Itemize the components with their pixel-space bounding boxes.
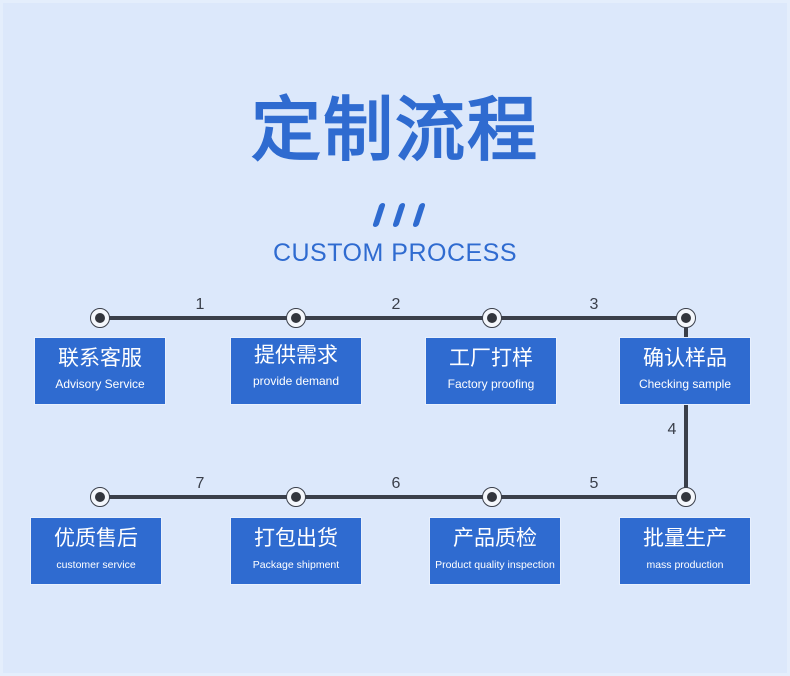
step-node-7	[286, 487, 306, 507]
step-title-en: Advisory Service	[55, 377, 145, 391]
step-title-en: customer service	[56, 559, 136, 571]
slash-decoration-icon	[370, 201, 430, 229]
slash-mark	[392, 203, 406, 227]
step-title-cn: 产品质检	[453, 526, 537, 550]
step-card-factory-proofing: 工厂打样 Factory proofing	[426, 338, 556, 404]
step-title-cn: 工厂打样	[449, 346, 533, 370]
step-card-provide-demand: 提供需求 provide demand	[231, 338, 361, 404]
step-card-checking-sample: 确认样品 Checking sample	[620, 338, 750, 404]
connector-number: 6	[391, 475, 401, 492]
connector-line-vertical	[684, 318, 688, 498]
step-node-2	[286, 308, 306, 328]
connector-number: 5	[589, 475, 599, 492]
step-node-8	[90, 487, 110, 507]
step-title-cn: 确认样品	[643, 346, 727, 370]
page-title: 定制流程	[251, 89, 539, 171]
connector-number: 1	[195, 296, 205, 313]
step-card-mass-production: 批量生产 mass production	[620, 518, 750, 584]
connector-number: 7	[195, 475, 205, 492]
step-title-cn: 打包出货	[254, 526, 338, 550]
step-node-5	[676, 487, 696, 507]
step-card-package-shipment: 打包出货 Package shipment	[231, 518, 361, 584]
step-title-en: mass production	[646, 559, 724, 571]
step-node-6	[482, 487, 502, 507]
step-title-cn: 提供需求	[254, 343, 338, 367]
step-node-4	[676, 308, 696, 328]
step-title-cn: 批量生产	[643, 526, 727, 550]
step-node-3	[482, 308, 502, 328]
slash-mark	[372, 203, 386, 227]
step-card-customer-service: 优质售后 customer service	[31, 518, 161, 584]
step-title-cn: 联系客服	[58, 346, 142, 370]
connector-line-row-1	[100, 316, 688, 320]
slash-mark	[412, 203, 426, 227]
step-card-advisory-service: 联系客服 Advisory Service	[35, 338, 165, 404]
step-title-en: Product quality inspection	[435, 559, 555, 571]
connector-line-row-2	[100, 495, 688, 499]
page-subtitle: CUSTOM PROCESS	[272, 239, 518, 267]
connector-number: 4	[667, 421, 677, 438]
step-title-en: Factory proofing	[447, 377, 535, 391]
step-title-en: provide demand	[252, 374, 340, 388]
step-title-cn: 优质售后	[54, 526, 138, 550]
step-node-1	[90, 308, 110, 328]
step-card-product-quality-inspection: 产品质检 Product quality inspection	[430, 518, 560, 584]
step-title-en: Package shipment	[252, 559, 340, 571]
connector-number: 2	[391, 296, 401, 313]
step-title-en: Checking sample	[638, 377, 732, 391]
connector-number: 3	[589, 296, 599, 313]
